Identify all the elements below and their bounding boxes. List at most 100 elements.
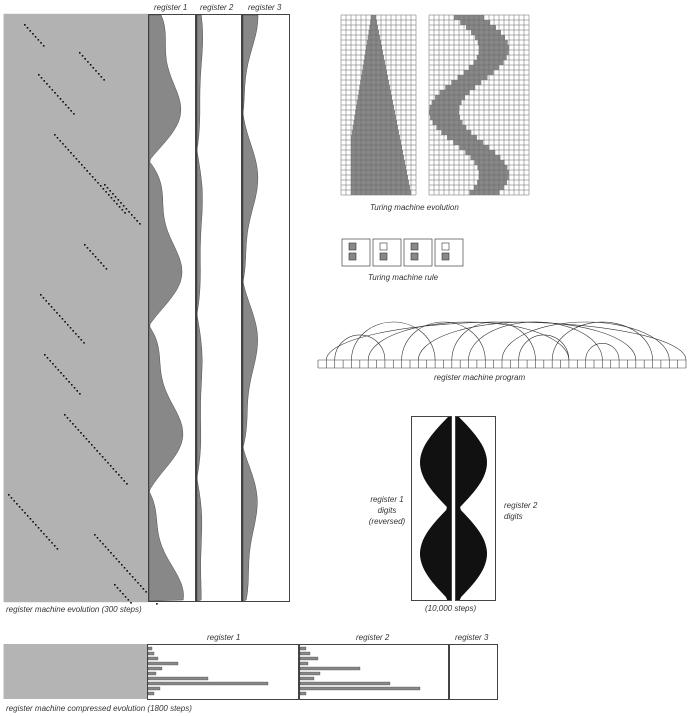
tm-row-4	[475, 35, 505, 40]
register-1-header: register 1	[154, 3, 187, 12]
tm-row-8	[477, 55, 507, 60]
tm-row-32	[351, 175, 408, 180]
tm-row-31	[351, 170, 407, 175]
creg2-bar-7	[300, 682, 390, 685]
tm-row-11	[362, 70, 387, 75]
tm-row-21	[354, 120, 398, 125]
tm-row-16	[435, 95, 465, 100]
creg1-bar-5	[148, 672, 156, 675]
turing-rule-caption: Turing machine rule	[368, 273, 438, 282]
tm-row-24	[351, 135, 400, 140]
creg2-bar-2	[300, 657, 318, 660]
register-machine-program-diagram	[318, 320, 686, 370]
creg1-bar-2	[148, 657, 158, 660]
tm-row-22	[436, 125, 466, 130]
tm-row-12	[458, 75, 488, 80]
creg2-bar-3	[300, 662, 308, 665]
tm-row-2	[369, 25, 378, 30]
tm-row-4	[368, 35, 380, 40]
main-evolution-section: register 1 register 2 register 3 registe…	[0, 0, 300, 620]
register-program-caption: register machine program	[434, 373, 525, 382]
dig1-shape	[420, 417, 451, 600]
reg2-profile	[197, 15, 203, 601]
creg1-bar-1	[148, 652, 154, 655]
register-3-plot	[243, 15, 289, 601]
tm-row-23	[441, 130, 471, 135]
tm-row-14	[445, 85, 475, 90]
turing-evolution-grid-right	[429, 15, 529, 198]
register-2-digits-panel	[455, 416, 496, 601]
reg3-profile	[243, 15, 258, 601]
register-2-digits-plot	[456, 417, 495, 600]
compressed-register-2-panel	[299, 644, 449, 700]
dig2-shape	[456, 417, 487, 600]
tm2-lines	[429, 15, 529, 195]
turing-evolution-caption: Turing machine evolution	[370, 203, 459, 212]
creg2-bar-8	[300, 687, 420, 690]
rule-top-cell-3	[442, 243, 449, 250]
creg1-bar-3	[148, 662, 178, 665]
register-1-digits-label: register 1 digits (reversed)	[362, 494, 412, 527]
tm-row-17	[357, 100, 393, 105]
compressed-register-1-header: register 1	[207, 633, 240, 642]
program-arc-0	[335, 335, 385, 360]
tm-row-7	[365, 50, 383, 55]
digits-steps-caption: (10,000 steps)	[425, 604, 476, 613]
program-arc-6	[469, 322, 603, 360]
tm-row-2	[466, 25, 496, 30]
program-arc-1	[351, 322, 435, 360]
reg1-profile	[149, 15, 184, 601]
register-2-panel	[196, 14, 242, 602]
tm-row-3	[471, 30, 501, 35]
compressed-background	[4, 644, 147, 699]
register-1-panel	[148, 14, 196, 602]
tm-row-17	[432, 100, 462, 105]
tm-row-30	[477, 165, 507, 170]
tm-row-18	[356, 105, 394, 110]
rule-bottom-cell-2	[411, 253, 418, 260]
tm-row-13	[451, 80, 481, 85]
rule-bottom-cell-0	[349, 253, 356, 260]
register-3-panel	[242, 14, 290, 602]
compressed-register-3-header: register 3	[455, 633, 488, 642]
tm-row-16	[358, 95, 392, 100]
main-evolution-caption: register machine evolution (300 steps)	[6, 605, 142, 614]
creg2-bar-9	[300, 692, 306, 695]
tm-row-33	[477, 180, 507, 185]
tm-row-5	[478, 40, 508, 45]
compressed-register-2-header: register 2	[356, 633, 389, 642]
creg2-bar-0	[300, 647, 306, 650]
register-2-digits-label: register 2 digits	[504, 500, 537, 522]
rule-top-cell-1	[380, 243, 387, 250]
tm-row-12	[361, 75, 388, 80]
tm-row-20	[354, 115, 396, 120]
tm-row-28	[470, 155, 500, 160]
tm-row-21	[433, 120, 463, 125]
tm-row-6	[366, 45, 382, 50]
main-evolution-grid	[4, 14, 148, 602]
compressed-register-2-plot	[300, 645, 448, 699]
compressed-register-3-panel	[449, 644, 498, 700]
tm-row-23	[352, 130, 399, 135]
tm-row-5	[367, 40, 381, 45]
tm-row-25	[453, 140, 483, 145]
compressed-register-1-plot	[148, 645, 298, 699]
rule-top-cell-0	[349, 243, 356, 250]
creg1-bar-8	[148, 687, 160, 690]
tm-row-29	[351, 160, 405, 165]
rule-bottom-cell-3	[442, 253, 449, 260]
rule-bottom-cell-1	[380, 253, 387, 260]
tm-row-9	[364, 60, 386, 65]
compressed-register-1-panel	[147, 644, 299, 700]
turing-evolution-grid-left	[341, 15, 416, 198]
register-1-digits-plot	[412, 417, 451, 600]
creg1-bar-7	[148, 682, 268, 685]
tm-row-0	[371, 15, 376, 20]
tm-row-27	[351, 150, 403, 155]
compressed-evolution-caption: register machine compressed evolution (1…	[6, 704, 192, 713]
creg2-bar-5	[300, 672, 320, 675]
rule-top-cell-2	[411, 243, 418, 250]
program-arc-11	[326, 322, 686, 360]
creg1-bar-9	[148, 692, 154, 695]
register-2-header: register 2	[200, 3, 233, 12]
